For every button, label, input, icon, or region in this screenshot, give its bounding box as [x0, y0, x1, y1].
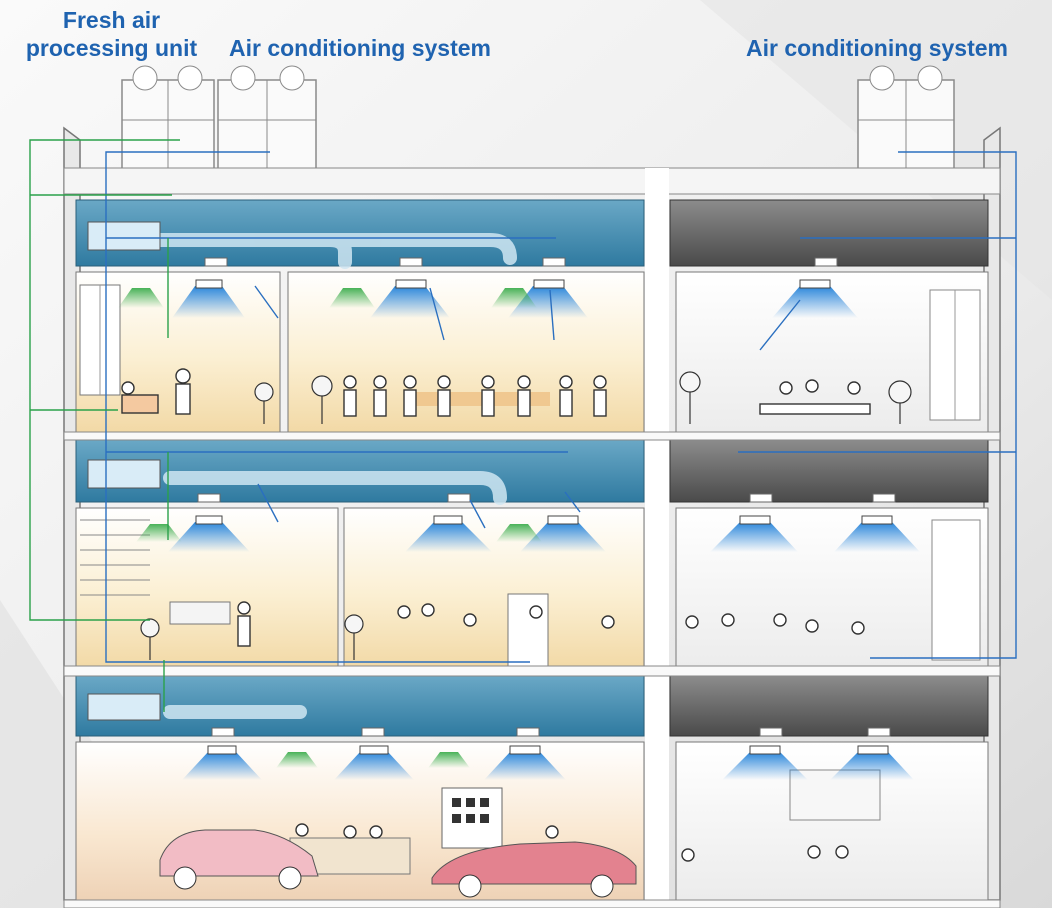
room-floor-2-right — [675, 507, 989, 669]
plenum-floor-1 — [75, 675, 989, 737]
ac-system-label-right: Air conditioning system — [746, 35, 1008, 61]
occupants — [121, 368, 871, 862]
indoor-units-ducted — [87, 221, 161, 721]
rooftop-unit-ac-left — [217, 65, 317, 173]
ac-system-label-left: Air conditioning system — [229, 35, 491, 61]
ceiling-cassettes — [195, 279, 893, 755]
ceiling-vents — [197, 257, 896, 737]
room-floor-2-office — [343, 507, 645, 669]
fresh-air-unit-label: Fresh air processing unit — [8, 6, 215, 62]
fresh-air-label-line2: processing unit — [25, 35, 198, 61]
plants — [140, 371, 912, 660]
airflow-green — [118, 288, 542, 768]
piping-green — [29, 139, 180, 712]
piping-blue — [105, 151, 1017, 663]
duct-runs — [153, 233, 517, 719]
airflow-blue — [168, 286, 920, 780]
room-floor-1-cafe — [675, 741, 989, 901]
fresh-air-label-line1: Fresh air — [62, 7, 161, 33]
rooftop-unit-fresh-air — [121, 65, 215, 173]
floor-slabs — [63, 431, 1001, 908]
rooftop-unit-ac-right — [857, 65, 955, 173]
